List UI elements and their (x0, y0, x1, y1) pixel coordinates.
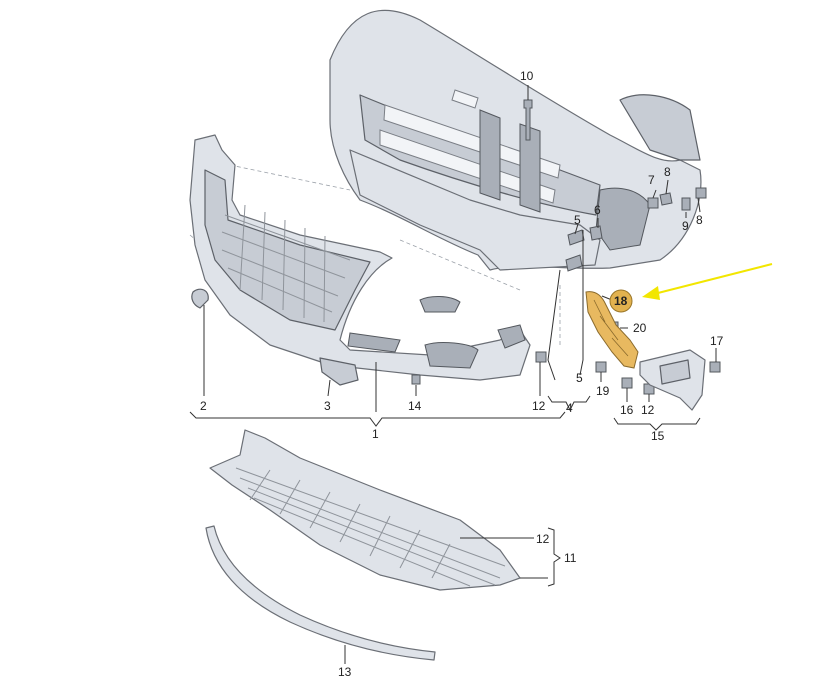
callout-19: 19 (596, 384, 610, 398)
callout-20: 20 (633, 321, 647, 335)
callout-1: 1 (372, 427, 379, 441)
callout-14: 14 (408, 399, 422, 413)
lower-trim-strip (205, 525, 436, 661)
callout-6: 6 (594, 203, 601, 217)
callout-18: 18 (614, 294, 628, 308)
highlighted-bracket-18 (585, 291, 639, 369)
leader-lines (203, 85, 717, 664)
callout-3: 3 (324, 399, 331, 413)
callout-4: 4 (566, 401, 573, 415)
callout-10: 10 (520, 69, 534, 83)
callout-labels: 10 7 8 6 5 9 8 18 20 17 19 16 12 15 2 3 … (200, 69, 724, 679)
callout-7: 7 (648, 173, 655, 187)
callout-5: 5 (576, 371, 583, 385)
highlight-marker-18 (609, 289, 633, 313)
callout-12: 12 (641, 403, 655, 417)
callout-8: 8 (664, 165, 671, 179)
callout-15: 15 (651, 429, 665, 443)
callout-12: 12 (532, 399, 546, 413)
fasteners (447, 99, 721, 549)
callout-16: 16 (620, 403, 634, 417)
vehicle-front-structure (329, 9, 702, 271)
arrow-icon (642, 263, 773, 300)
callout-17: 17 (710, 334, 724, 348)
underbody-shield (209, 429, 521, 591)
callout-5: 5 (574, 213, 581, 227)
callout-8: 8 (696, 213, 703, 227)
callout-12: 12 (536, 532, 550, 546)
callout-9: 9 (682, 219, 689, 233)
callout-11: 11 (564, 551, 577, 565)
callout-2: 2 (200, 399, 207, 413)
callout-13: 13 (338, 665, 352, 679)
bracket-assembly-15 (639, 349, 706, 411)
bumper-cover (189, 134, 547, 386)
grouping-brackets (189, 395, 701, 587)
